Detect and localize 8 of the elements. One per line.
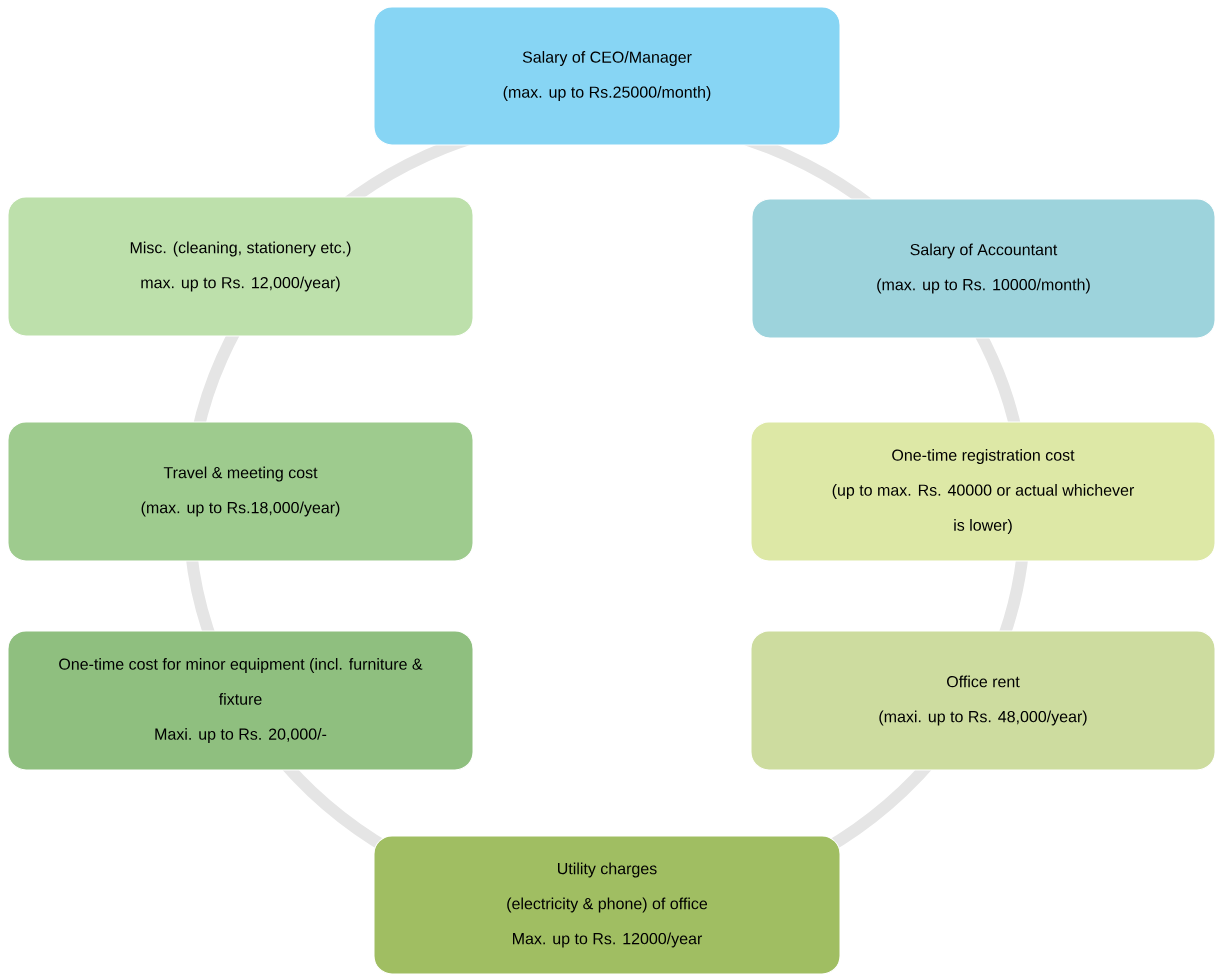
cost-box: Office rent (maxi. up to Rs. 48,000/year) [750,630,1215,771]
cost-box: One-time registration cost (up to max. Rs. 40000 or actual whichever is lower) [750,421,1215,562]
cost-box: Utility charges (electricity & phone) of office Max. up to Rs. 12000/year [373,835,841,974]
cost-box: One-time cost for minor equipment (incl. furniture & fixture Maxi. up to Rs. 20,000/- [7,630,474,771]
cost-box: Salary of CEO/Manager (max. up to Rs.25000/month) [373,6,841,146]
cost-box: Salary of Accountant (max. up to Rs. 10000/month) [751,198,1215,339]
cost-box: Travel & meeting cost (max. up to Rs.18,000/year) [7,421,474,562]
cost-box: Misc. (cleaning, stationery etc.) max. up to Rs. 12,000/year) [7,196,474,337]
